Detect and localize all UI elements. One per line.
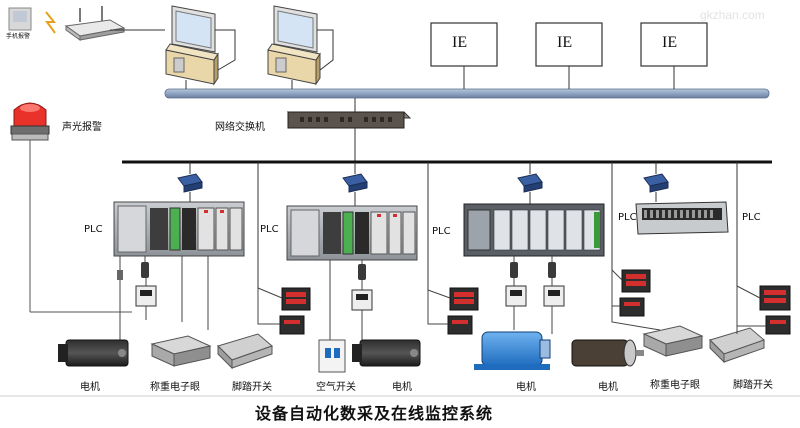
plc-label-2: PLC bbox=[260, 224, 279, 235]
computer-1-icon bbox=[165, 5, 219, 86]
plc-3-icon bbox=[463, 203, 605, 257]
mobile-phone-icon bbox=[8, 7, 32, 31]
ie-box-2 bbox=[535, 22, 603, 67]
switch-label: 网络交换机 bbox=[215, 122, 265, 133]
computer-2-icon bbox=[267, 5, 321, 86]
meter-icons bbox=[279, 269, 791, 335]
air-switch-label: 空气开关 bbox=[316, 382, 356, 393]
ie-box-1 bbox=[430, 22, 498, 67]
scale-2-icon bbox=[642, 325, 704, 357]
air-switch-icon bbox=[318, 339, 346, 373]
mobile-alarm-label: 手机报警 bbox=[6, 33, 31, 40]
network-switch-icon bbox=[286, 111, 412, 129]
sensor-icons bbox=[117, 262, 556, 280]
scale-1-label: 称重电子眼 bbox=[150, 382, 200, 393]
plc-label-3: PLC bbox=[432, 226, 451, 237]
pedal-2-label: 脚踏开关 bbox=[733, 380, 773, 391]
motor-4-icon bbox=[571, 339, 644, 367]
motor-1-label: 电机 bbox=[80, 382, 100, 393]
plc-4-icon bbox=[635, 201, 729, 235]
ethernet-bus bbox=[164, 88, 770, 99]
scale-1-icon bbox=[150, 335, 212, 367]
motor-4-label: 电机 bbox=[598, 382, 618, 393]
computer-1-cable bbox=[215, 29, 236, 71]
plc-2-icon bbox=[286, 205, 418, 261]
plc-label-5: PLC bbox=[742, 212, 761, 223]
ie-label-3: IE bbox=[662, 34, 678, 51]
pedal-1-icon bbox=[217, 333, 273, 370]
signal-icon bbox=[45, 11, 57, 34]
pedal-1-label: 脚踏开关 bbox=[232, 382, 272, 393]
motor-2-label: 电机 bbox=[392, 382, 412, 393]
converter-icons bbox=[177, 173, 669, 193]
router-icon bbox=[64, 6, 126, 41]
motor-3-icon bbox=[474, 331, 551, 370]
alarm-light-icon bbox=[10, 102, 50, 141]
motor-2-icon bbox=[352, 339, 421, 367]
computer-2-cable bbox=[317, 29, 334, 71]
watermark: gkzhan.com bbox=[700, 8, 765, 22]
scale-2-label: 称重电子眼 bbox=[650, 380, 700, 391]
ie-label-2: IE bbox=[557, 34, 573, 51]
breaker-icons bbox=[135, 285, 565, 311]
ie-label-1: IE bbox=[452, 34, 468, 51]
motor-1-icon bbox=[58, 339, 129, 367]
plc-label-4: PLC bbox=[618, 212, 637, 223]
plc-label-1: PLC bbox=[84, 224, 103, 235]
diagram-title: 设备自动化数采及在线监控系统 bbox=[255, 404, 494, 423]
pedal-2-icon bbox=[709, 327, 765, 364]
plc-1-icon bbox=[113, 201, 245, 257]
alarm-label: 声光报警 bbox=[62, 122, 102, 133]
motor-3-label: 电机 bbox=[516, 382, 536, 393]
